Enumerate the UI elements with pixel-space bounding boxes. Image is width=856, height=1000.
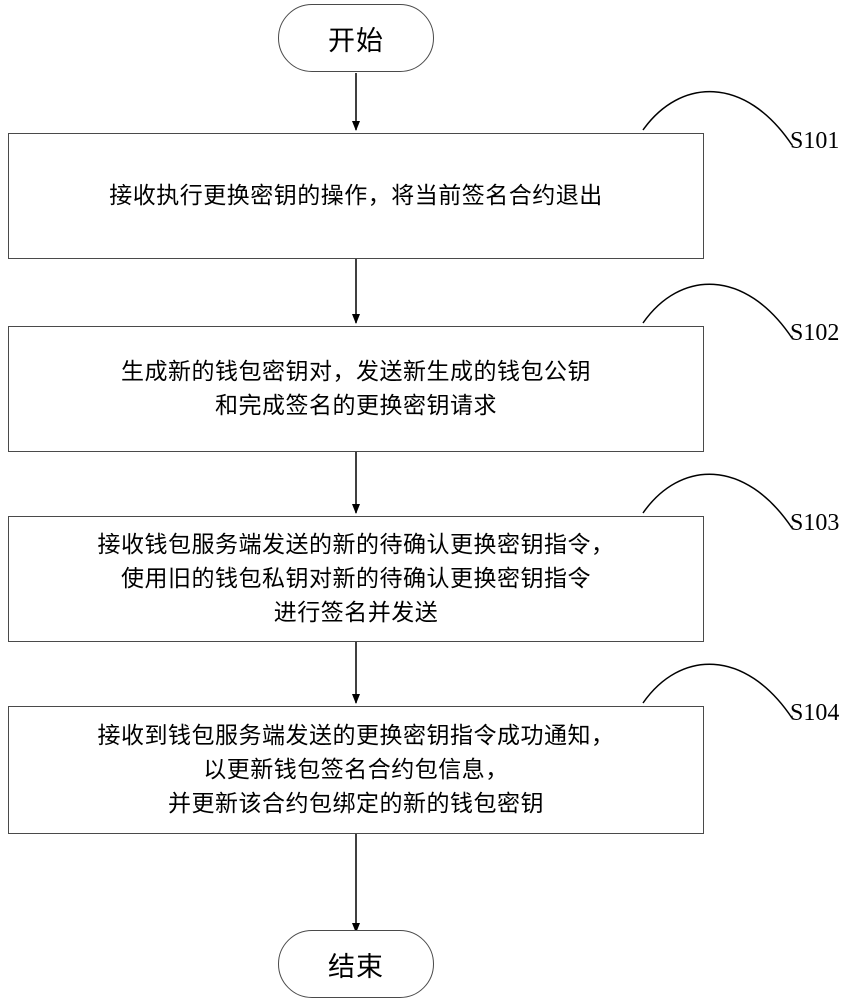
step-text-line: 接收执行更换密钥的操作，将当前签名合约退出 xyxy=(109,183,603,209)
process-box-s103: 接收钱包服务端发送的新的待确认更换密钥指令， 使用旧的钱包私钥对新的待确认更换密… xyxy=(8,516,704,642)
leader-curve-s104 xyxy=(642,663,793,719)
step-text-line: 生成新的钱包密钥对，发送新生成的钱包公钥 xyxy=(121,359,591,385)
leader-curve-s101 xyxy=(642,90,793,146)
process-box-s104: 接收到钱包服务端发送的更换密钥指令成功通知， 以更新钱包签名合约包信息， 并更新… xyxy=(8,706,704,834)
step-label-s102: S102 xyxy=(790,320,840,346)
end-label: 结束 xyxy=(328,951,384,983)
step-label-s104: S104 xyxy=(790,700,840,726)
end-node: 结束 xyxy=(278,930,434,998)
step-text-line: 以更新钱包签名合约包信息， xyxy=(203,757,509,783)
leader-curve-s103 xyxy=(642,473,793,529)
start-label: 开始 xyxy=(328,25,384,57)
step-text-line: 接收钱包服务端发送的新的待确认更换密钥指令， xyxy=(97,532,615,558)
start-node: 开始 xyxy=(278,4,434,72)
step-text-line: 进行签名并发送 xyxy=(273,600,439,626)
step-text-line: 并更新该合约包绑定的新的钱包密钥 xyxy=(168,791,544,817)
leader-curve-s102 xyxy=(642,283,793,339)
step-text-line: 和完成签名的更换密钥请求 xyxy=(215,393,497,419)
step-text-line: 使用旧的钱包私钥对新的待确认更换密钥指令 xyxy=(121,566,591,592)
step-text-line: 接收到钱包服务端发送的更换密钥指令成功通知， xyxy=(97,723,615,749)
step-label-s101: S101 xyxy=(790,128,840,154)
process-box-s101: 接收执行更换密钥的操作，将当前签名合约退出 xyxy=(8,133,704,259)
step-label-s103: S103 xyxy=(790,510,840,536)
process-box-s102: 生成新的钱包密钥对，发送新生成的钱包公钥 和完成签名的更换密钥请求 xyxy=(8,326,704,452)
